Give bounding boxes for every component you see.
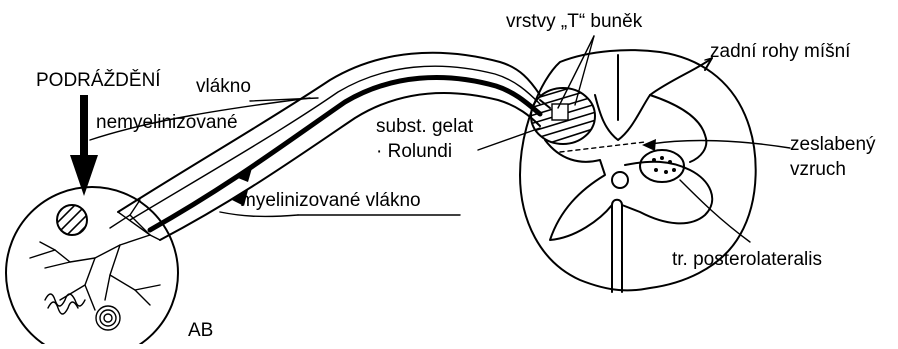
stimulus-arrow [70, 95, 98, 196]
label-vrstvy-t-bunek: vrstvy „T“ buněk [506, 11, 643, 32]
label-vlakno: vlákno [196, 76, 251, 97]
nerve-fibers [118, 53, 540, 240]
receptor-circle [6, 187, 178, 344]
label-zadni-rohy: zadní rohy míšní [710, 41, 851, 62]
label-vzruch: vzruch [790, 159, 846, 180]
label-zeslabeny: zeslabený [790, 134, 876, 155]
label-myelinizovane-vlakno: myelinizované vlákno [240, 190, 421, 211]
label-rolundi: · Rolundi [376, 141, 452, 162]
labels: PODRÁŽDĚNÍ vlákno nemyelinizované myelin… [36, 11, 876, 341]
label-tr-posterolateralis: tr. posterolateralis [672, 249, 822, 270]
label-ab: AB [188, 320, 213, 341]
label-nemyelinizovane: nemyelinizované [96, 112, 238, 133]
label-subst-gelat: subst. gelat [376, 116, 474, 137]
label-podrazdeni: PODRÁŽDĚNÍ [36, 69, 161, 91]
